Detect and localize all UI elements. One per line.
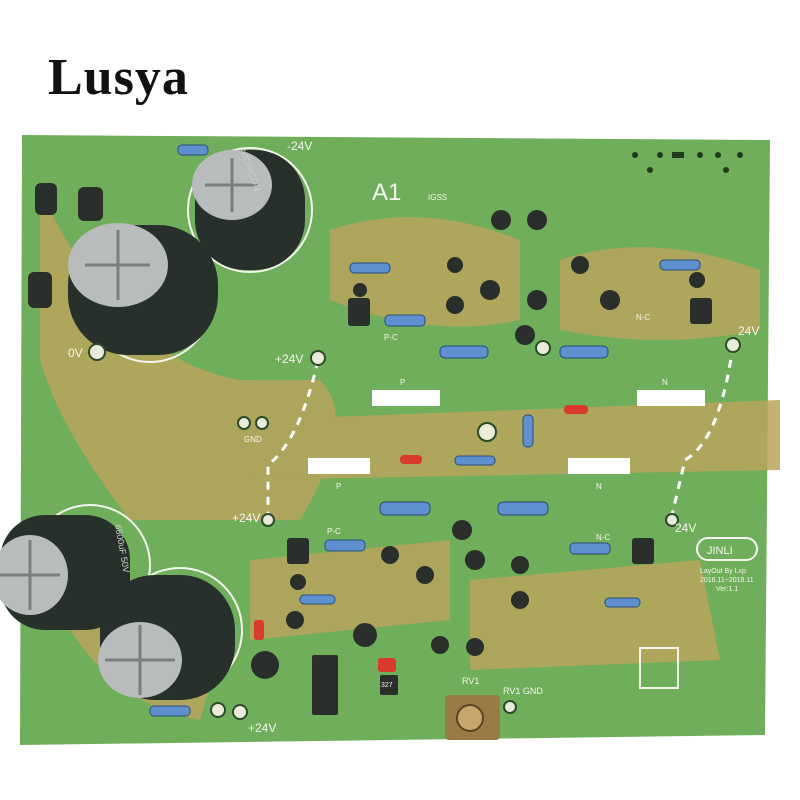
rv1-label: RV1 — [462, 676, 479, 686]
rail-neg-label: -24V — [287, 139, 312, 153]
small-parts-cluster — [251, 210, 712, 715]
top-right-holes — [632, 152, 743, 173]
layout-credit-line1: LayOut By Lxp — [700, 568, 746, 575]
ground-0v-label: 0V — [68, 346, 83, 360]
p-bottom-label: P — [336, 482, 341, 491]
capacitor-bottom-left — [0, 504, 151, 630]
label-block-n-bottom — [568, 458, 630, 474]
n-bottom-label: N — [596, 482, 602, 491]
dashed-line-right — [670, 344, 735, 516]
potentiometer-rv1 — [445, 695, 500, 740]
connector-outline — [639, 647, 679, 689]
resistors — [149, 144, 701, 717]
ic-marking-label: 327 — [381, 682, 393, 689]
gnd-label: GND — [244, 435, 262, 444]
layout-credit-line3: Ver:1.1 — [716, 586, 738, 593]
layout-credit-line2: 2016.11~2018.11 — [700, 577, 754, 584]
rv1-gnd-label: RV1 GND — [503, 686, 543, 696]
rail-pos-bottom-label: +24V — [248, 721, 276, 735]
capacitor-top-right — [187, 147, 313, 273]
jinli-logo — [696, 537, 758, 561]
mounting-holes — [88, 337, 741, 720]
brand-wordmark: Lusya — [48, 49, 189, 106]
board-id-label: A1 — [372, 179, 401, 206]
label-block-p-top — [372, 390, 440, 406]
label-block-n-top — [637, 390, 705, 406]
board-id-sub-label: IGSS — [428, 193, 447, 202]
small-components-left — [28, 183, 103, 308]
rail-pos-top-label: +24V — [275, 352, 303, 366]
red-components — [254, 405, 588, 672]
capacitor-top-left — [68, 223, 218, 363]
pc-bottom-label: P-C — [327, 527, 341, 536]
pc-top-label: P-C — [384, 333, 398, 342]
p-top-label: P — [400, 378, 405, 387]
nc-bottom-label: N-C — [596, 533, 610, 542]
v24-right-top-label: 24V — [738, 324, 759, 338]
v24-right-bottom-label: 24V — [675, 521, 696, 535]
jinli-logo-text: JINLI — [707, 545, 733, 557]
dashed-line-left — [266, 359, 320, 520]
label-block-p-bottom — [308, 458, 370, 474]
capacitor-bottom-right — [98, 567, 243, 700]
rail-pos-left-label: +24V — [232, 511, 260, 525]
n-top-label: N — [662, 378, 668, 387]
nc-top-label: N-C — [636, 313, 650, 322]
